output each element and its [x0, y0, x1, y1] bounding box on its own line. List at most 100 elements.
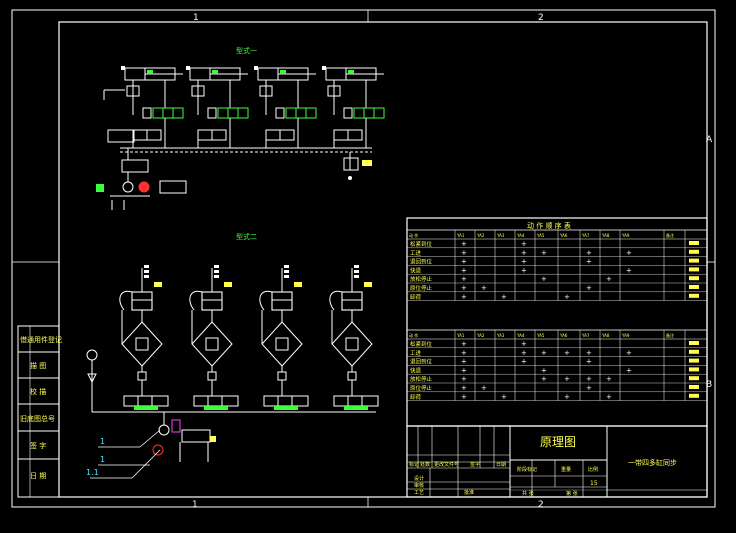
table-plus-mark: +: [541, 275, 547, 283]
left-strip-label: 旧底图总号: [20, 414, 55, 423]
cylinder-body: [131, 291, 153, 311]
table-row-label: 退回到位: [410, 358, 433, 366]
scheme-one-label: 型式一: [236, 46, 257, 55]
table-row-label: 退回到位: [410, 258, 433, 266]
table-header: YA6: [559, 233, 568, 238]
leader-label: 1: [100, 437, 105, 446]
tb-stage: 阶段标记: [517, 466, 537, 473]
valve-label: [134, 406, 158, 410]
table-row-label: 松紧到位: [410, 340, 433, 348]
directional-valve: [193, 395, 239, 407]
table-plus-mark: +: [521, 358, 527, 366]
table-row-label: 卸荷: [410, 393, 422, 401]
table-plus-mark: +: [461, 393, 467, 401]
sensor-mark: [354, 265, 359, 268]
directional-valve: [353, 107, 385, 119]
accumulator-valve: [343, 157, 359, 171]
valve-label: [344, 406, 368, 410]
tb-weight: 重量: [561, 466, 571, 473]
sensor-mark: [144, 275, 149, 278]
zone-side-a: A: [706, 135, 713, 145]
table-plus-mark: +: [461, 249, 467, 257]
remark-mark: [689, 258, 699, 263]
table-plus-mark: +: [481, 284, 487, 292]
tb-label: 标记: [409, 461, 419, 468]
table-plus-mark: +: [586, 375, 592, 383]
sensor-mark: [214, 270, 219, 273]
table-plus-mark: +: [586, 384, 592, 392]
scheme-one-circuit: [96, 66, 385, 210]
relief-valve: [181, 429, 211, 443]
pump-symbol: [158, 424, 170, 436]
cylinder-body: [201, 291, 223, 311]
sensor-mark: [284, 275, 289, 278]
table-row-label: 卸荷: [410, 293, 422, 301]
remark-mark: [689, 267, 699, 272]
table-plus-mark: +: [521, 249, 527, 257]
check-valve: [347, 371, 357, 381]
table-row-label: 原位停止: [410, 284, 433, 292]
left-strip-label: 校 描: [30, 387, 46, 396]
left-strip-label: 日 期: [30, 472, 46, 480]
table-header: 动 作: [409, 332, 418, 338]
scheme-two-circuit: [86, 265, 379, 462]
table-plus-mark: +: [521, 266, 527, 274]
table-plus-mark: +: [626, 249, 632, 257]
rectifier-bridge: [331, 321, 373, 367]
zone-top-1: 1: [193, 13, 199, 23]
cylinder-mark: [280, 70, 286, 74]
label-mark: [364, 282, 372, 287]
table-plus-mark: +: [586, 349, 592, 357]
solenoid: [142, 107, 152, 119]
pressure-gauge: [86, 349, 98, 361]
tb-label: 更改文件号: [434, 461, 459, 468]
table-plus-mark: +: [586, 284, 592, 292]
table-row-label: 放松停止: [410, 275, 433, 283]
table-header: YA9: [621, 233, 630, 238]
table-header: YA5: [536, 233, 545, 238]
remark-mark: [689, 249, 699, 254]
table-plus-mark: +: [586, 358, 592, 366]
table-plus-mark: +: [606, 375, 612, 383]
rectifier-bridge: [261, 321, 303, 367]
check-valve: [327, 85, 341, 97]
check-valve: [87, 373, 97, 384]
table-header: 备注: [666, 332, 674, 338]
port-mark: [121, 66, 125, 70]
left-strip-label: 描 图: [30, 361, 46, 370]
remark-mark: [689, 393, 699, 398]
table-plus-mark: +: [564, 293, 570, 301]
valve-label: [204, 406, 228, 410]
table-header: YA2: [476, 233, 485, 238]
label-mark: [224, 282, 232, 287]
tb-label: 日期: [496, 462, 506, 468]
table-row-label: 工进: [410, 349, 422, 357]
table-row-label: 松紧到位: [410, 240, 433, 248]
table-header: YA4: [516, 233, 525, 238]
table-row-label: 快退: [410, 366, 422, 374]
pipe-curve: [259, 290, 273, 311]
table-header: YA7: [581, 333, 590, 338]
table-plus-mark: +: [461, 340, 467, 348]
check-valve: [137, 371, 147, 381]
label-mark: [154, 282, 162, 287]
title-block: 原理图 一带四多缸同步 标记 处数 更改文件号 签字 日期 设计 审核 工艺 批…: [406, 425, 708, 498]
zone-bottom-2: 2: [538, 500, 544, 510]
zone-bottom-1: 1: [192, 500, 198, 510]
table-plus-mark: +: [461, 240, 467, 248]
table-plus-mark: +: [461, 375, 467, 383]
table-row-label: 工进: [410, 249, 422, 257]
leader-annotations: 1 1 1.1: [86, 429, 161, 479]
flow-valve: [205, 337, 219, 351]
remark-mark: [689, 293, 699, 298]
directional-valve: [123, 395, 169, 407]
remark-mark: [689, 341, 699, 345]
motor-symbol: [152, 444, 164, 456]
tb-approve: 批准: [464, 489, 474, 496]
remark-mark: [689, 241, 699, 245]
flow-valve: [345, 337, 359, 351]
left-strip: 借通用件登记 描 图 校 描 旧底图总号 签 字 日 期: [17, 325, 62, 498]
zone-side-b: B: [706, 380, 712, 390]
table-header: YA8: [601, 233, 610, 238]
tb-sheet: 共 张: [522, 490, 534, 497]
